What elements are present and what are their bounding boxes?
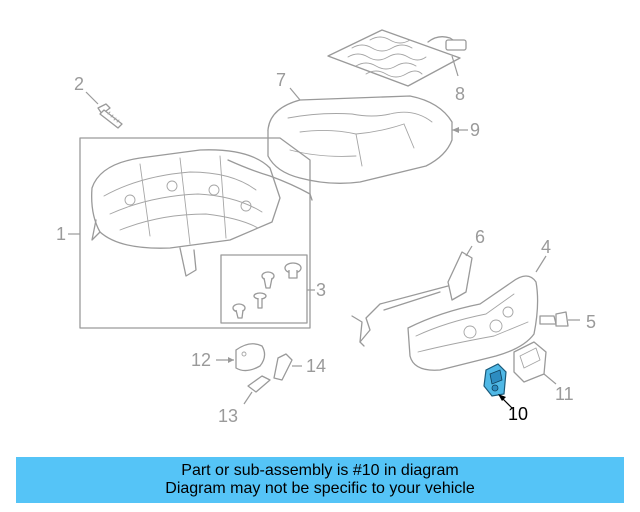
callout-1: 1	[56, 224, 66, 244]
part-5-screw	[539, 311, 580, 327]
part-12-knob	[216, 343, 266, 372]
callout-5: 5	[586, 312, 596, 332]
caption-line-1: Part or sub-assembly is #10 in diagram	[181, 462, 459, 479]
callout-14: 14	[306, 356, 326, 376]
part-11-switch	[513, 341, 557, 385]
part-8-heater-pad	[327, 29, 467, 87]
callout-11: 11	[555, 384, 574, 404]
part-7-9-seat-cushion	[267, 87, 468, 184]
callout-8: 8	[455, 84, 465, 104]
callout-3: 3	[316, 280, 326, 300]
part-10-highlighted-switch	[483, 363, 513, 409]
part-3-fastener-kit	[220, 254, 315, 324]
part-14-handle	[273, 353, 302, 381]
part-4-side-shield	[407, 255, 547, 371]
part-1-seat-frame	[68, 137, 313, 329]
callout-6: 6	[475, 227, 485, 247]
callout-2: 2	[74, 74, 84, 94]
callout-13: 13	[218, 406, 238, 426]
callout-12: 12	[191, 350, 211, 370]
caption-banner: Part or sub-assembly is #10 in diagram D…	[16, 457, 624, 503]
part-2-bolt	[85, 91, 123, 129]
caption-line-2: Diagram may not be specific to your vehi…	[165, 480, 475, 497]
part-6-cable	[351, 245, 473, 347]
callout-9: 9	[470, 120, 480, 140]
callout-4: 4	[541, 237, 551, 257]
callout-7: 7	[276, 70, 286, 90]
part-13-cap	[243, 375, 271, 405]
callout-10: 10	[508, 404, 528, 424]
